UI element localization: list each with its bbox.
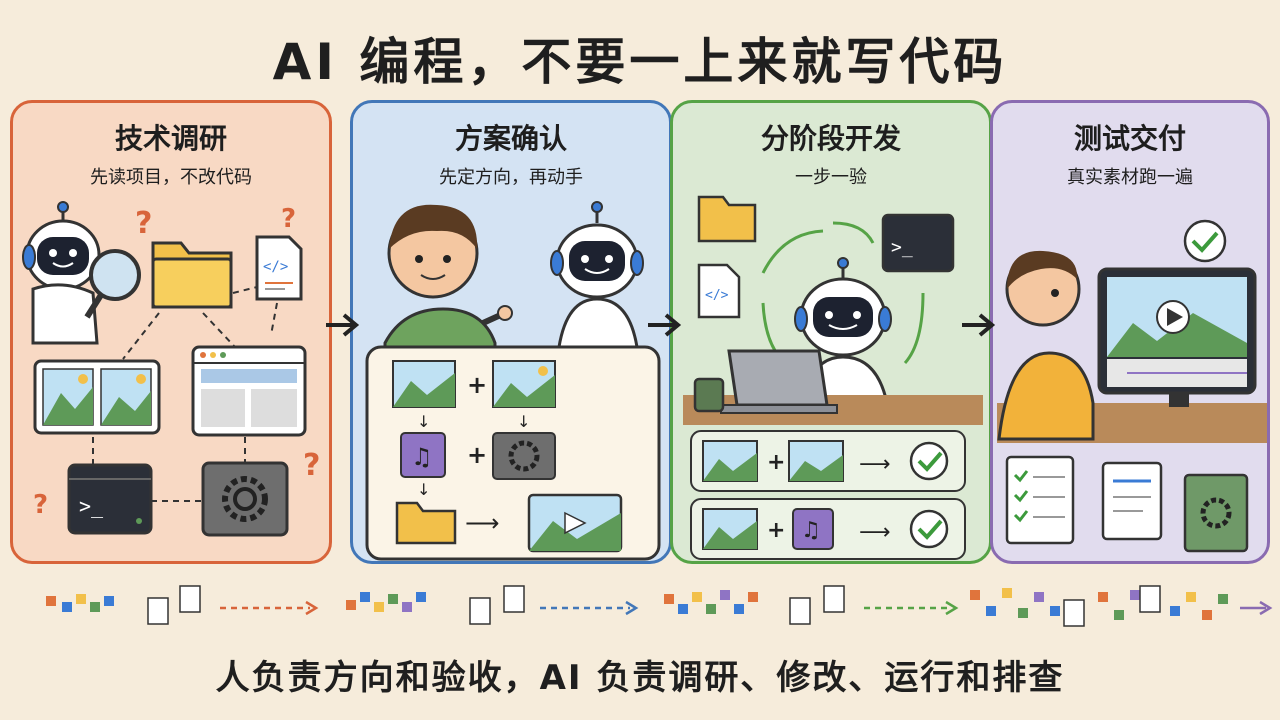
stage-plan-panel: 方案确认 先定方向，再动手 <box>350 100 672 564</box>
magnifier-icon <box>84 249 141 319</box>
svg-text:♫: ♫ <box>801 518 821 543</box>
arrow-icon <box>962 313 996 337</box>
block-cluster-1 <box>46 594 114 612</box>
svg-text:+: + <box>767 518 785 543</box>
svg-text:>_: >_ <box>891 237 913 258</box>
stage-test-panel: 测试交付 真实素材跑一遍 <box>990 100 1270 564</box>
svg-text:?: ? <box>303 448 320 483</box>
svg-text:+: + <box>467 371 487 399</box>
svg-text:?: ? <box>33 490 48 520</box>
svg-text:♫: ♫ <box>411 443 433 471</box>
svg-text:⟶: ⟶ <box>859 520 891 545</box>
document-icon <box>789 585 845 625</box>
arrow-icon <box>648 313 682 337</box>
image-icon <box>702 440 844 550</box>
image-icon <box>392 360 556 408</box>
video-icon <box>527 493 623 553</box>
folder-icon <box>151 241 233 309</box>
monitor-icon <box>1097 267 1257 407</box>
person-icon <box>997 250 1095 441</box>
check-icon <box>1183 219 1227 263</box>
gear-icon <box>492 432 556 480</box>
stage-title: 测试交付 <box>1073 122 1186 155</box>
code-file-icon: </> <box>697 263 741 319</box>
footer-caption: 人负责方向和验收，AI 负责调研、修改、运行和排查 <box>215 658 1065 698</box>
stage-subtitle: 先定方向，再动手 <box>439 167 583 188</box>
svg-text:</>: </> <box>705 288 729 303</box>
folder-icon <box>395 501 457 545</box>
document-icon <box>1101 461 1163 541</box>
check-icon <box>909 441 949 549</box>
block-cluster-2 <box>346 592 426 612</box>
page-title: AI 编程，不要一上来就写代码 <box>272 33 1008 91</box>
music-icon: ♫ <box>400 432 446 478</box>
svg-text:⟶: ⟶ <box>465 509 499 537</box>
checklist-icon <box>1005 455 1075 545</box>
svg-text:↓: ↓ <box>417 480 430 499</box>
robot-icon <box>22 201 101 345</box>
stage-subtitle: 先读项目，不改代码 <box>90 167 252 188</box>
gear-book-icon <box>1183 473 1249 553</box>
document-icon <box>1063 585 1161 627</box>
laptop-icon <box>720 349 838 414</box>
stage-title: 分阶段开发 <box>760 122 901 155</box>
gear-icon <box>201 461 289 537</box>
person-icon <box>383 204 513 349</box>
document-icon <box>469 585 525 625</box>
terminal-icon: >_ <box>881 213 955 273</box>
image-icon <box>33 359 161 435</box>
terminal-icon: >_ <box>67 463 153 535</box>
stage-title: 方案确认 <box>454 122 567 155</box>
svg-text:>_: >_ <box>79 494 104 518</box>
stage-develop-illustration: </> >_ <box>683 195 983 560</box>
svg-text:+: + <box>467 441 487 469</box>
folder-icon <box>697 195 757 243</box>
stage-test-illustration <box>997 219 1267 553</box>
progress-strip <box>46 585 1273 627</box>
svg-text:⟶: ⟶ <box>859 452 891 477</box>
stage-subtitle: 真实素材跑一遍 <box>1067 167 1193 188</box>
code-file-icon: </> <box>255 235 303 301</box>
stage-develop-panel: 分阶段开发 一步一验 </> >_ <box>670 100 992 564</box>
svg-text:↓: ↓ <box>517 412 530 431</box>
play-icon <box>1156 300 1190 334</box>
svg-text:?: ? <box>281 204 296 234</box>
stage-subtitle: 一步一验 <box>795 167 867 188</box>
svg-text:↓: ↓ <box>417 412 430 431</box>
robot-icon <box>550 201 644 349</box>
stage-research-illustration: ? ? ? ? </> <box>22 201 320 537</box>
browser-icon <box>191 345 307 437</box>
svg-text:</>: </> <box>263 259 288 275</box>
document-icon <box>147 585 201 625</box>
block-cluster-3 <box>664 590 758 614</box>
stage-research-panel: 技术调研 先读项目，不改代码 ? ? ? ? < <box>10 100 332 564</box>
mug-icon <box>693 377 725 413</box>
svg-text:+: + <box>767 450 785 475</box>
question-icon: ? ? ? ? <box>33 204 320 520</box>
svg-text:?: ? <box>135 206 152 241</box>
stage-title: 技术调研 <box>114 122 227 155</box>
stage-plan-illustration: + + ↓ ↓ ↓ ♫ ⟶ <box>365 201 661 561</box>
arrow-icon <box>326 313 360 337</box>
music-icon: ♫ <box>792 508 834 550</box>
block-cluster-4 <box>970 588 1228 620</box>
